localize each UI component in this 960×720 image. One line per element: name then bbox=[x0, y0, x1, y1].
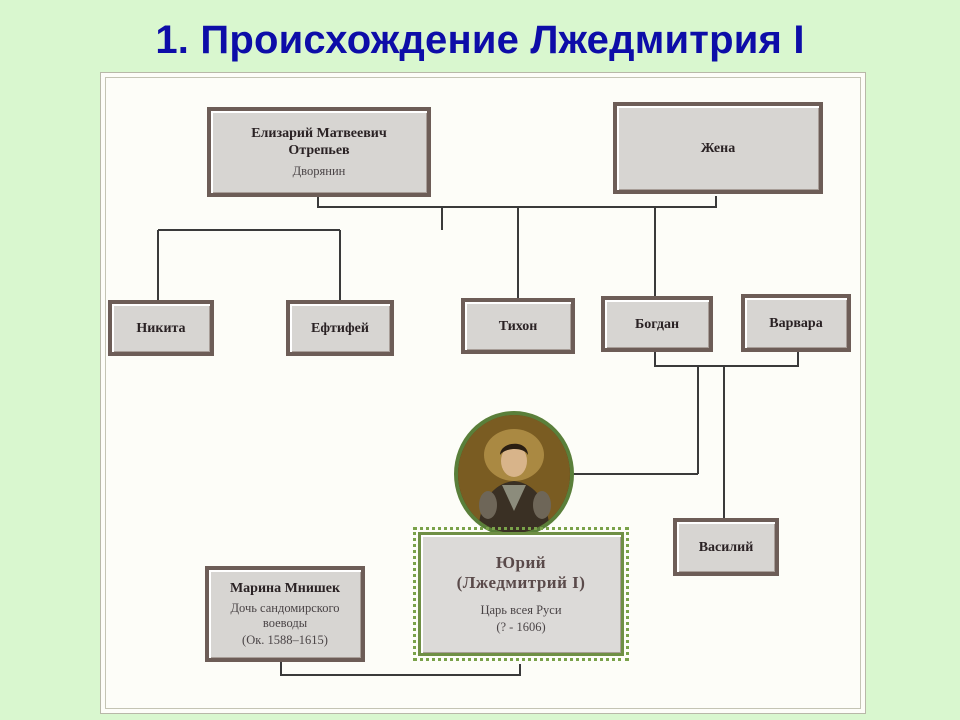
marina-dates: (Ок. 1588–1615) bbox=[242, 633, 328, 647]
eftifey-name: Ефтифей bbox=[311, 320, 369, 336]
nikita-name: Никита bbox=[136, 320, 186, 336]
node-vasily: Василий bbox=[673, 518, 779, 576]
tikhon-name: Тихон bbox=[498, 318, 538, 334]
node-bogdan: Богдан bbox=[601, 296, 713, 352]
father-name-line2: Отрепьев bbox=[288, 143, 350, 158]
node-wife: Жена bbox=[613, 102, 823, 194]
node-father: Елизарий Матвеевич Отрепьев Дворянин bbox=[207, 107, 431, 197]
node-marina: Марина Мнишек Дочь сандомирского воеводы… bbox=[205, 566, 365, 662]
portrait-icon bbox=[454, 411, 574, 537]
yuri-name-line2: (Лжедмитрий I) bbox=[456, 573, 586, 592]
father-name-line1: Елизарий Матвеевич bbox=[251, 126, 387, 141]
node-yuri: Юрий (Лжедмитрий I) Царь всея Руси (? - … bbox=[413, 527, 629, 661]
node-tikhon: Тихон bbox=[461, 298, 575, 354]
marina-name: Марина Мнишек bbox=[229, 581, 341, 596]
marina-desc-line1: Дочь сандомирского bbox=[230, 601, 340, 615]
parents-connector bbox=[317, 196, 717, 208]
yuri-title: Царь всея Руси bbox=[480, 603, 562, 617]
portrait-figure bbox=[458, 415, 570, 533]
bogdan-name: Богдан bbox=[634, 316, 680, 332]
couple-connector bbox=[654, 352, 799, 367]
marriage-connector bbox=[280, 662, 521, 676]
father-title: Дворянин bbox=[292, 164, 346, 178]
yuri-dates: (? - 1606) bbox=[496, 620, 546, 634]
yuri-name-line1: Юрий bbox=[495, 553, 547, 572]
vasily-name: Василий bbox=[698, 539, 754, 555]
node-nikita: Никита bbox=[108, 300, 214, 356]
wife-name: Жена bbox=[700, 140, 736, 156]
node-varvara: Варвара bbox=[741, 294, 851, 352]
node-eftifey: Ефтифей bbox=[286, 300, 394, 356]
varvara-name: Варвара bbox=[769, 315, 823, 331]
slide-title: 1. Происхождение Лжедмитрия I bbox=[155, 18, 805, 62]
marina-desc-line2: воеводы bbox=[262, 616, 308, 630]
